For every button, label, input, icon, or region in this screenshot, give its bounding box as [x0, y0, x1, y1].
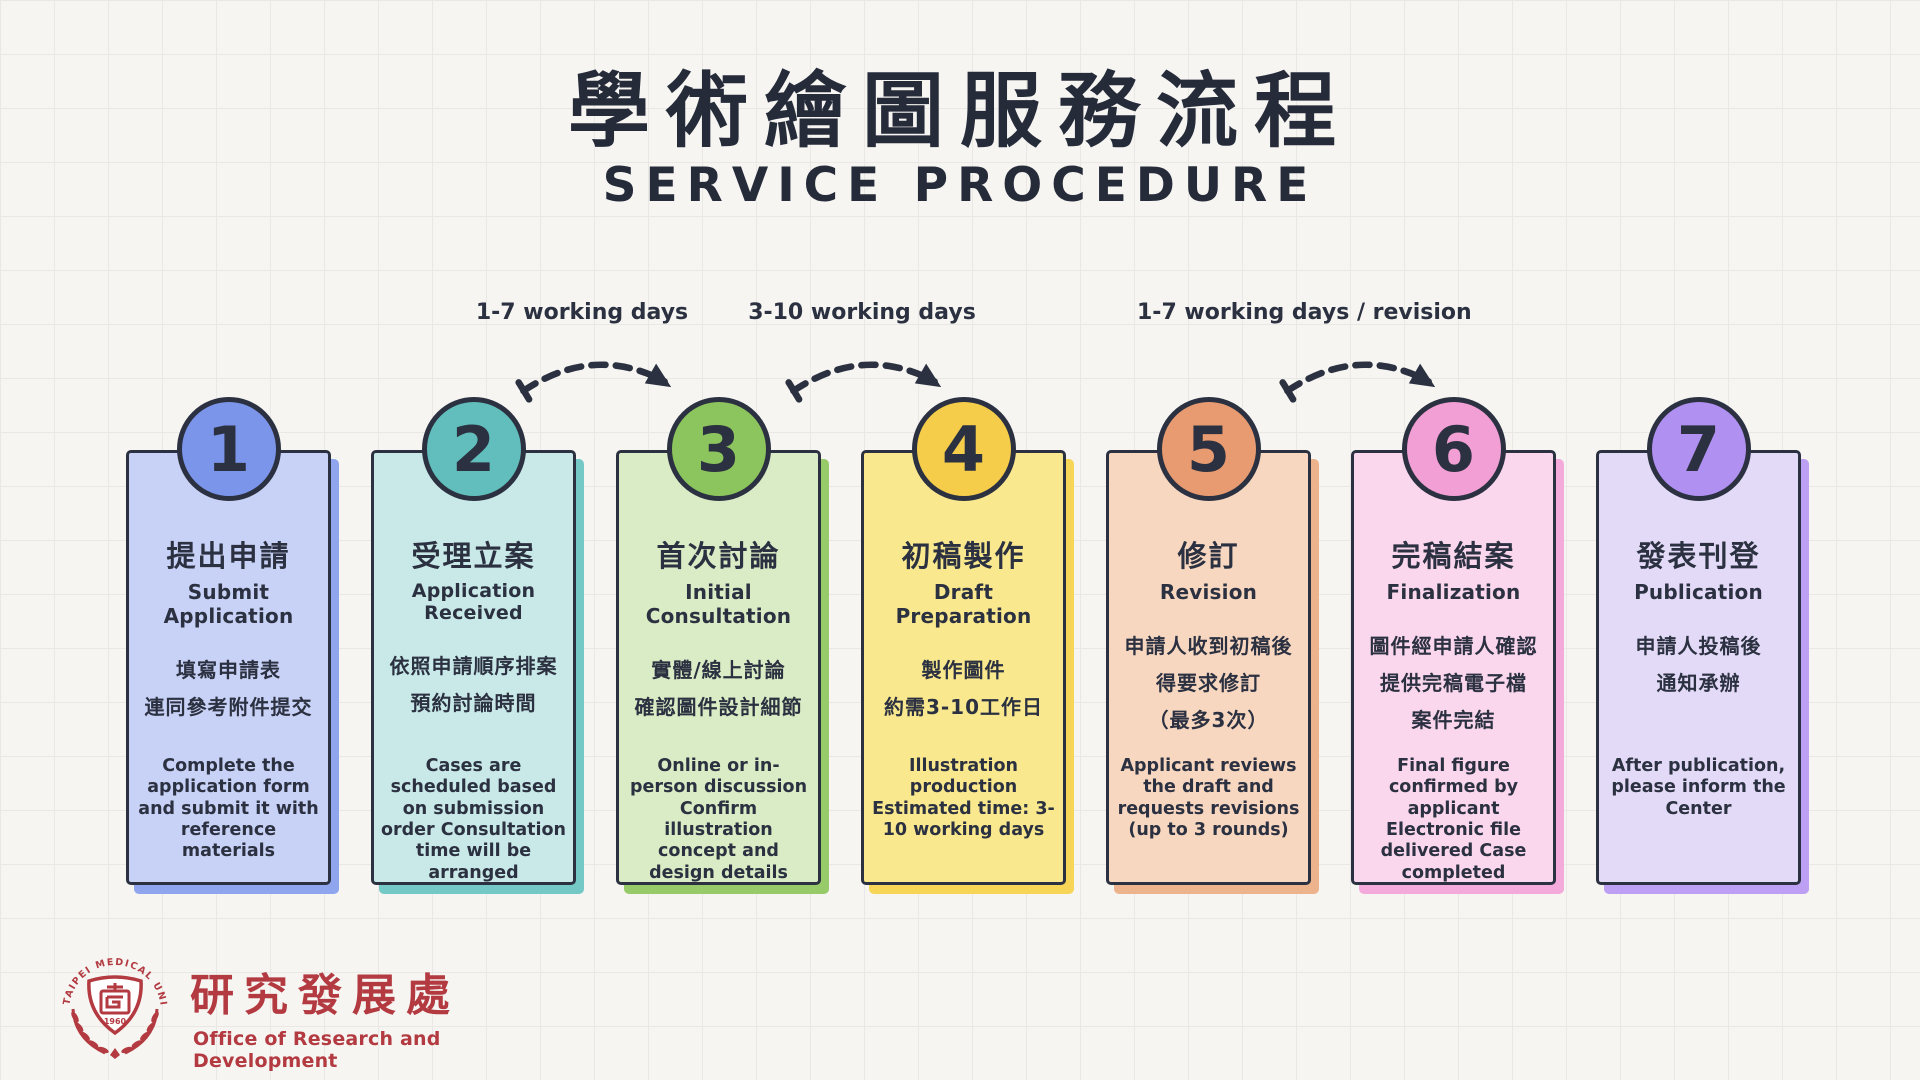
step-desc-zh: 圖件經申請人確認 提供完稿電子檔 案件完結	[1369, 634, 1538, 732]
step-desc-en: Cases are scheduled based on submission …	[381, 756, 566, 883]
step-title-en: Publication	[1634, 580, 1763, 604]
step-number-badge: 6	[1401, 397, 1506, 501]
curved-arrow-icon	[785, 361, 942, 403]
step-title-en: Application Received	[411, 580, 536, 624]
step-desc-zh: 依照申請順序排案 預約討論時間	[389, 654, 558, 715]
step-desc-zh: 申請人收到初稿後 得要求修訂 （最多3次）	[1124, 634, 1293, 732]
step-number-badge: 3	[666, 397, 771, 501]
curved-arrow-icon	[515, 361, 672, 403]
step-title-en: Submit Application	[163, 580, 294, 628]
step-desc-en: Complete the application form and submit…	[138, 756, 319, 862]
duration-label-3: 1-7 working days / revision	[1137, 300, 1472, 325]
step-title-zh: 首次討論	[656, 539, 781, 573]
svg-text:1960: 1960	[104, 1017, 127, 1026]
step-number-badge: 7	[1646, 397, 1751, 501]
step-desc-zh: 填寫申請表 連同參考附件提交	[144, 658, 313, 719]
step-title-zh: 修訂	[1177, 539, 1240, 573]
step-card-3: 3 首次討論 Initial Consultation 實體/線上討論 確認圖件…	[616, 397, 821, 885]
step-desc-en: After publication, please inform the Cen…	[1611, 756, 1786, 819]
step-title-zh: 受理立案	[411, 539, 536, 573]
step-desc-zh: 製作圖件 約需3-10工作日	[883, 658, 1044, 719]
step-title-en: Draft Preparation	[895, 580, 1032, 628]
step-title-en: Finalization	[1386, 580, 1521, 604]
step-desc-en: Illustration production Estimated time: …	[872, 756, 1055, 841]
step-desc-zh: 申請人投稿後 通知承辦	[1635, 634, 1762, 695]
step-title-en: Initial Consultation	[645, 580, 792, 628]
step-number-badge: 4	[911, 397, 1016, 501]
step-card-2: 2 受理立案 Application Received 依照申請順序排案 預約討…	[371, 397, 576, 885]
step-card-6: 6 完稿結案 Finalization 圖件經申請人確認 提供完稿電子檔 案件完…	[1351, 397, 1556, 885]
step-number-badge: 5	[1156, 397, 1261, 501]
step-card-5: 5 修訂 Revision 申請人收到初稿後 得要求修訂 （最多3次） Appl…	[1106, 397, 1311, 885]
org-name-chinese: 研究發展處	[190, 970, 460, 1021]
step-desc-en: Online or in-person discussion Confirm i…	[629, 756, 808, 883]
page-title-english: SERVICE PROCEDURE	[602, 158, 1318, 213]
step-card-7: 7 發表刊登 Publication 申請人投稿後 通知承辦 After pub…	[1596, 397, 1801, 885]
org-name-english: Office of Research and Development	[193, 1028, 441, 1072]
step-card-4: 4 初稿製作 Draft Preparation 製作圖件 約需3-10工作日 …	[861, 397, 1066, 885]
page-title-chinese: 學術繪圖服務流程	[567, 64, 1352, 159]
step-desc-en: Applicant reviews the draft and requests…	[1117, 756, 1300, 841]
step-number-badge: 2	[421, 397, 526, 501]
step-title-zh: 完稿結案	[1391, 539, 1516, 573]
step-desc-en: Final figure confirmed by applicant Elec…	[1380, 756, 1527, 883]
step-desc-zh: 實體/線上討論 確認圖件設計細節	[634, 658, 803, 719]
duration-label-2: 3-10 working days	[748, 300, 976, 325]
step-title-en: Revision	[1159, 580, 1258, 604]
step-title-zh: 發表刊登	[1636, 539, 1761, 573]
step-card-1: 1 提出申請 Submit Application 填寫申請表 連同參考附件提交…	[126, 397, 331, 885]
step-title-zh: 提出申請	[166, 539, 291, 573]
university-seal-icon: TAIPEI MEDICAL UNIVERSITY 1960	[55, 947, 167, 1059]
step-number-badge: 1	[176, 397, 281, 501]
curved-arrow-icon	[1279, 361, 1436, 403]
duration-label-1: 1-7 working days	[475, 300, 689, 325]
footer-brand: TAIPEI MEDICAL UNIVERSITY 1960	[55, 945, 555, 1072]
step-title-zh: 初稿製作	[901, 539, 1026, 573]
